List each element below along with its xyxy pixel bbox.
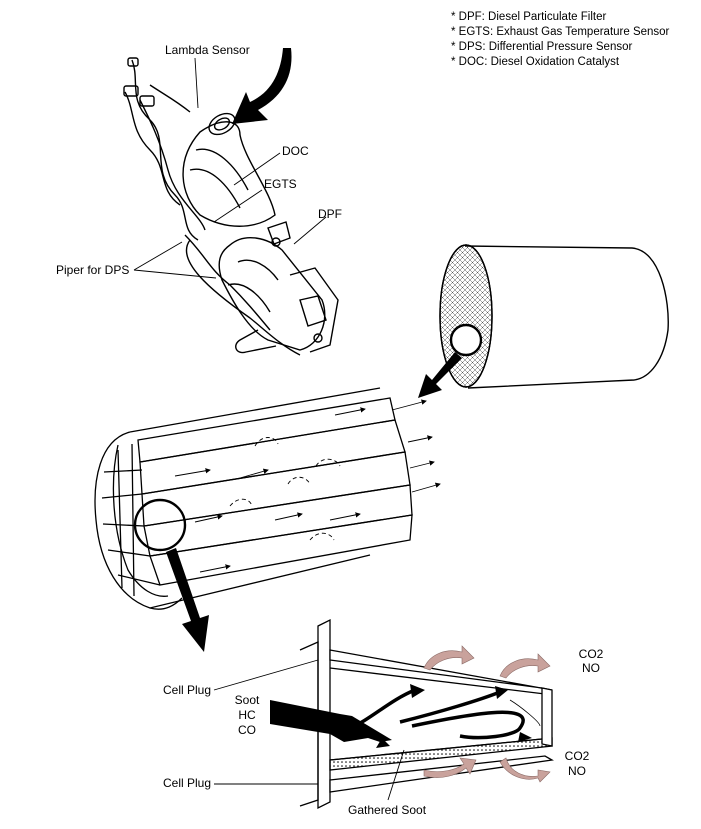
- label-gathered-soot: Gathered Soot: [348, 803, 427, 817]
- legend-dps: * DPS: Differential Pressure Sensor: [451, 41, 633, 53]
- legend-egts: * EGTS: Exhaust Gas Temperature Sensor: [451, 26, 670, 38]
- exhaust-assembly: [123, 57, 339, 356]
- zoom-arrow-1: [418, 352, 462, 398]
- label-lambda-sensor: Lambda Sensor: [165, 43, 250, 57]
- label-inlet-hc: HC: [238, 708, 256, 722]
- label-egts: EGTS: [264, 177, 297, 191]
- label-cell-plug-top: Cell Plug: [163, 683, 212, 697]
- label-dpf: DPF: [318, 207, 342, 221]
- filter-cutaway: [94, 387, 441, 610]
- flow-paths: [349, 688, 525, 740]
- label-outlet-top-co2: CO2: [578, 647, 604, 661]
- legend-dpf: * DPF: Diesel Particulate Filter: [451, 11, 607, 23]
- abbreviation-legend: * DPF: Diesel Particulate Filter * EGTS:…: [451, 10, 669, 70]
- label-outlet-top-no: NO: [582, 661, 600, 675]
- leader-lines: [133, 57, 327, 279]
- zoom-circle-2: [133, 498, 187, 552]
- label-piper-for-dps: Piper for DPS: [56, 263, 130, 277]
- legend-doc: * DOC: Diesel Oxidation Catalyst: [451, 56, 620, 68]
- flow-arrowheads: [376, 684, 532, 748]
- label-cell-plug-bottom: Cell Plug: [163, 776, 212, 790]
- zoom-arrow-2: [166, 548, 209, 652]
- label-doc: DOC: [282, 144, 309, 158]
- label-outlet-bottom-co2: CO2: [564, 749, 590, 763]
- label-outlet-bottom-no: NO: [568, 764, 586, 778]
- inlet-flow-arrow: [270, 700, 392, 742]
- reaction-arrows: [423, 645, 551, 783]
- label-inlet-soot: Soot: [234, 693, 260, 707]
- label-inlet-co: CO: [238, 723, 256, 737]
- filter-cylinder: [439, 244, 669, 389]
- cell-leader-lines: [213, 659, 405, 801]
- exhaust-flow-arrow: [232, 48, 292, 124]
